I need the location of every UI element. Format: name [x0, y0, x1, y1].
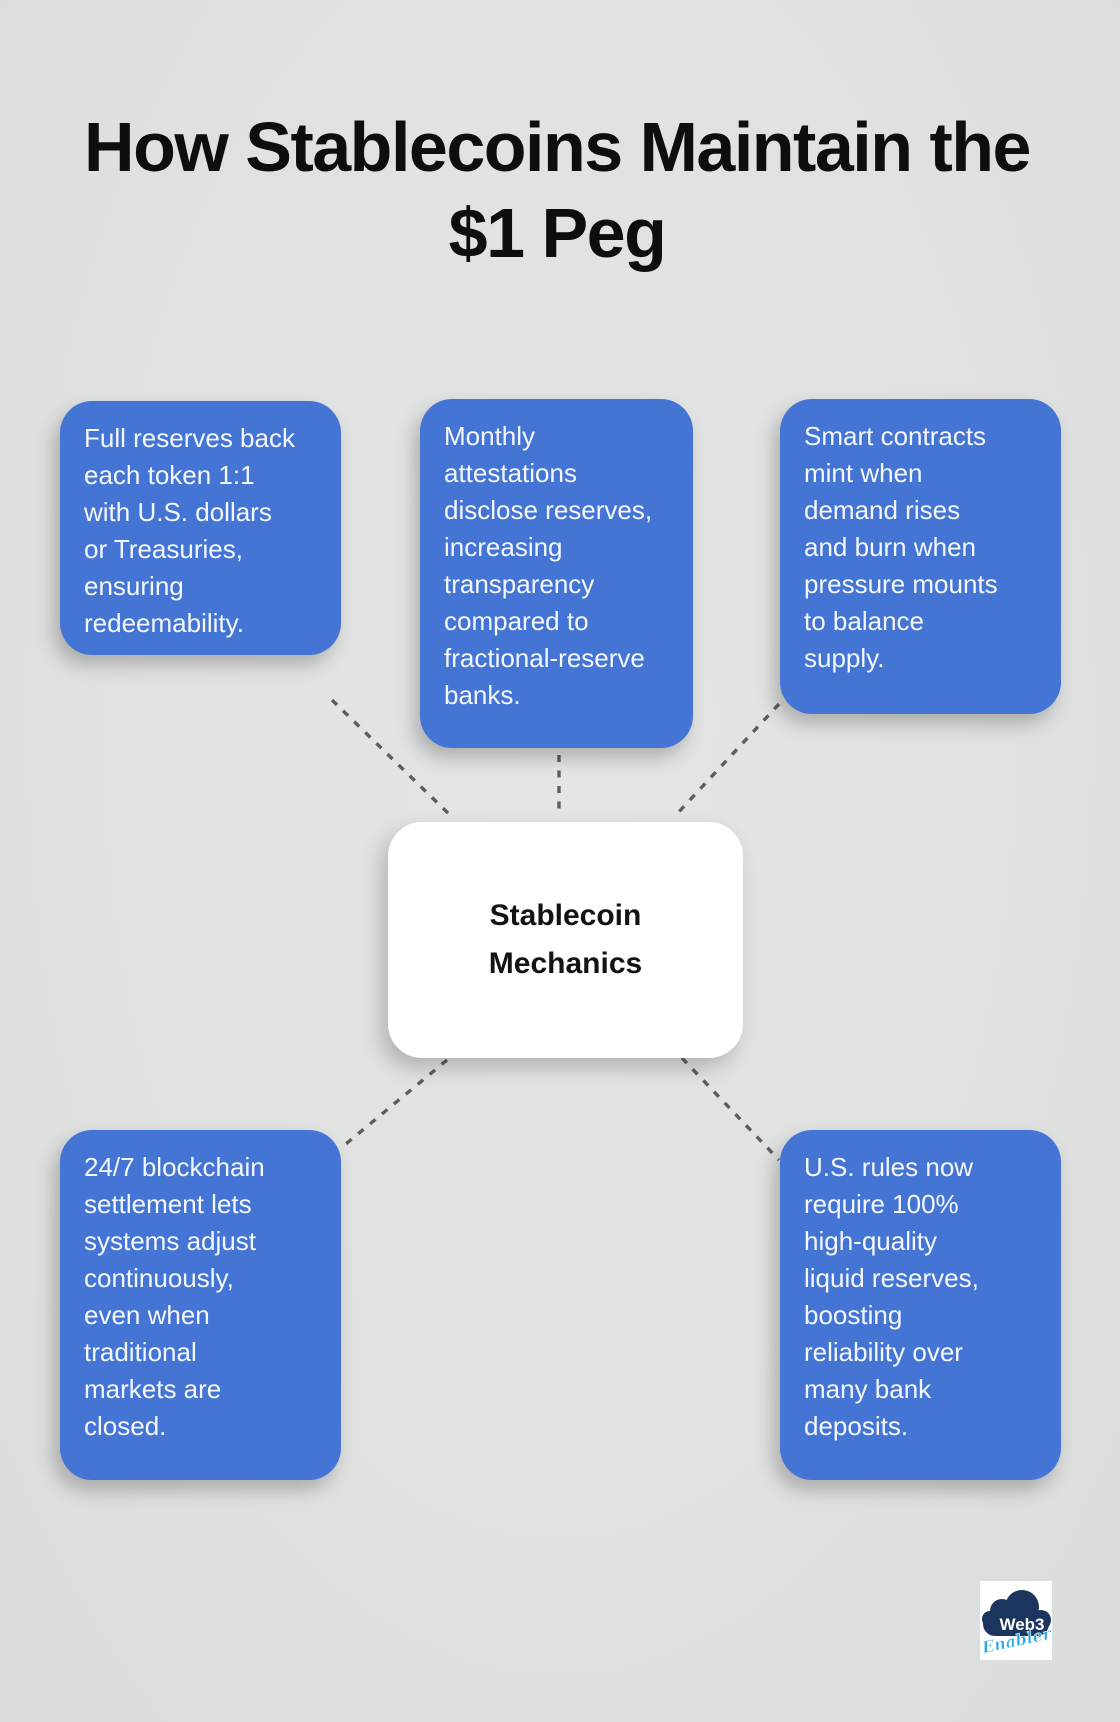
node-us-reserve-rules-text: U.S. rules now require 100% high-quality…	[804, 1152, 979, 1441]
node-us-reserve-rules: U.S. rules now require 100% high-quality…	[780, 1130, 1061, 1480]
node-smart-contracts: Smart contracts mint when demand rises a…	[780, 399, 1061, 714]
connector-bottom-right	[680, 1056, 781, 1162]
page-title-line-1: How Stablecoins Maintain the	[84, 108, 1031, 186]
node-monthly-attestations: Monthly attestations disclose reserves, …	[420, 399, 693, 748]
center-node-line-2: Mechanics	[488, 947, 643, 980]
node-smart-contracts-text: Smart contracts mint when demand rises a…	[804, 421, 998, 673]
logo-web3-text: Web3	[999, 1615, 1044, 1634]
cloud-icon	[982, 1590, 1051, 1636]
node-full-reserves-text: Full reserves back each token 1:1 with U…	[84, 423, 295, 638]
page-title: How Stablecoins Maintain the $1 Peg	[0, 104, 1114, 276]
center-node-stablecoin-mechanics: Stablecoin Mechanics	[388, 822, 743, 1058]
brand-logo: Web3 Enabler	[979, 1581, 1055, 1660]
connector-top-left	[330, 698, 454, 819]
page-title-line-2: $1 Peg	[448, 194, 667, 272]
connector-bottom-left	[339, 1058, 449, 1150]
node-full-reserves: Full reserves back each token 1:1 with U…	[60, 401, 341, 655]
node-blockchain-settlement: 24/7 blockchain settlement lets systems …	[60, 1130, 341, 1480]
node-blockchain-settlement-text: 24/7 blockchain settlement lets systems …	[84, 1152, 265, 1441]
node-monthly-attestations-text: Monthly attestations disclose reserves, …	[444, 421, 653, 710]
connector-top-right	[673, 702, 781, 818]
brand-logo-graphic: Web3 Enabler	[979, 1590, 1055, 1658]
center-node-line-1: Stablecoin	[489, 899, 642, 932]
